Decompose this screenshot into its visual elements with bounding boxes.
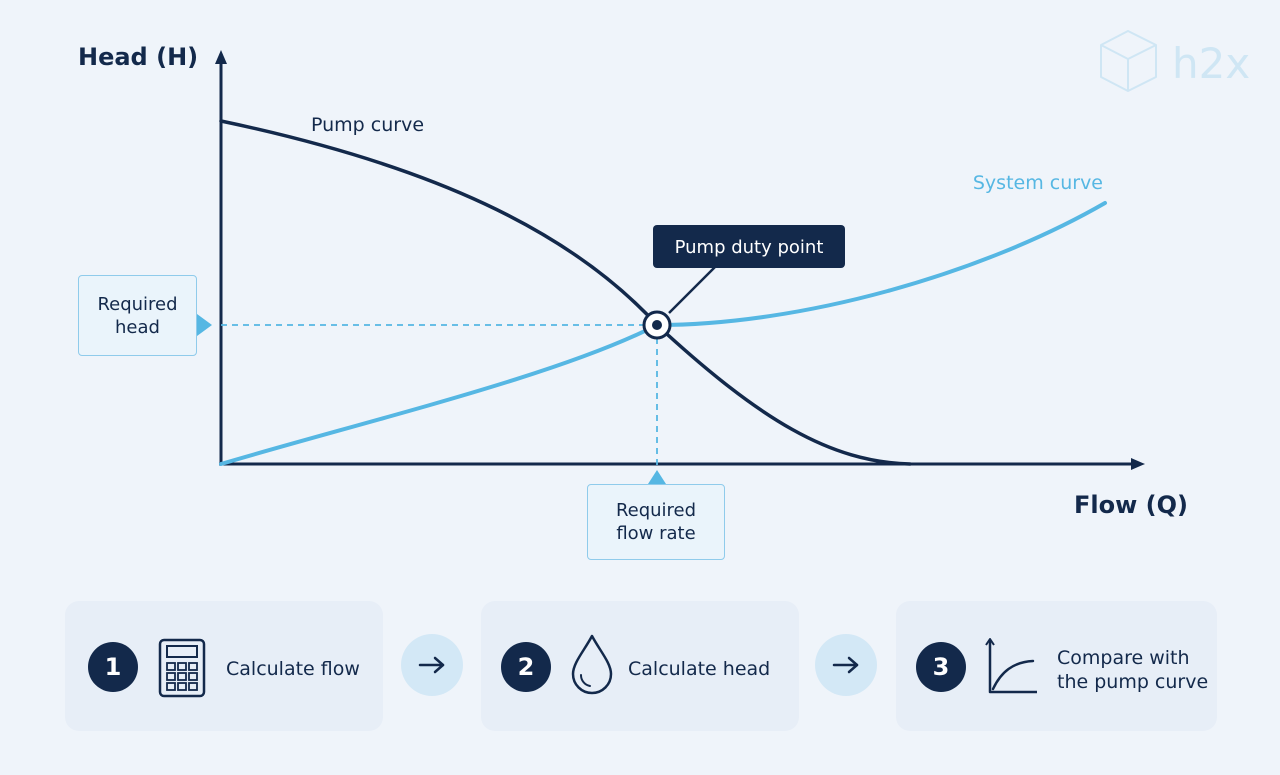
required-flow-callout: Required flow rate bbox=[587, 484, 725, 560]
step-3-line-2: the pump curve bbox=[1057, 671, 1209, 693]
step-number-1: 1 bbox=[88, 642, 138, 692]
step-3-line-1: Compare with bbox=[1057, 647, 1190, 669]
step-label-2: Calculate head bbox=[628, 657, 770, 681]
pump-curve-line bbox=[219, 119, 912, 466]
arrow-right-icon bbox=[418, 656, 445, 674]
droplet-icon bbox=[571, 634, 613, 695]
x-axis-arrowhead bbox=[1131, 458, 1145, 470]
calculator-icon bbox=[158, 638, 206, 698]
step-arrow-2 bbox=[815, 634, 877, 696]
pump-curve-label: Pump curve bbox=[311, 114, 424, 136]
logo-text: h2x bbox=[1172, 39, 1250, 88]
arrow-right-icon bbox=[832, 656, 859, 674]
y-axis-arrowhead bbox=[215, 50, 227, 64]
duty-point-dot bbox=[652, 320, 662, 330]
required-flow-line-1: Required bbox=[615, 500, 697, 521]
step-2-line-1: Calculate head bbox=[628, 658, 771, 680]
required-head-line-2: head bbox=[115, 316, 160, 338]
step-arrow-1 bbox=[401, 634, 463, 696]
y-axis-label: Head (H) bbox=[78, 43, 198, 71]
step-1-line-1: Calculate flow bbox=[226, 658, 360, 680]
x-axis-label: Flow (Q) bbox=[1074, 491, 1188, 519]
step-number-3: 3 bbox=[916, 642, 966, 692]
step-label-3: Compare with the pump curve bbox=[1057, 646, 1208, 694]
duty-point-connector bbox=[668, 265, 717, 314]
required-head-pointer bbox=[197, 314, 212, 336]
duty-point-label: Pump duty point bbox=[675, 237, 824, 258]
duty-point-box bbox=[653, 225, 845, 268]
step-number-2: 2 bbox=[501, 642, 551, 692]
required-flow-line-2: flow rate bbox=[616, 523, 696, 544]
required-flow-pointer bbox=[648, 470, 666, 484]
required-head-line-1: Required bbox=[97, 293, 178, 315]
required-head-callout: Required head bbox=[78, 275, 197, 356]
curve-chart-icon bbox=[985, 638, 1037, 694]
system-curve-label: System curve bbox=[973, 172, 1103, 194]
step-label-1: Calculate flow bbox=[226, 657, 360, 681]
cube-icon bbox=[1100, 30, 1157, 92]
